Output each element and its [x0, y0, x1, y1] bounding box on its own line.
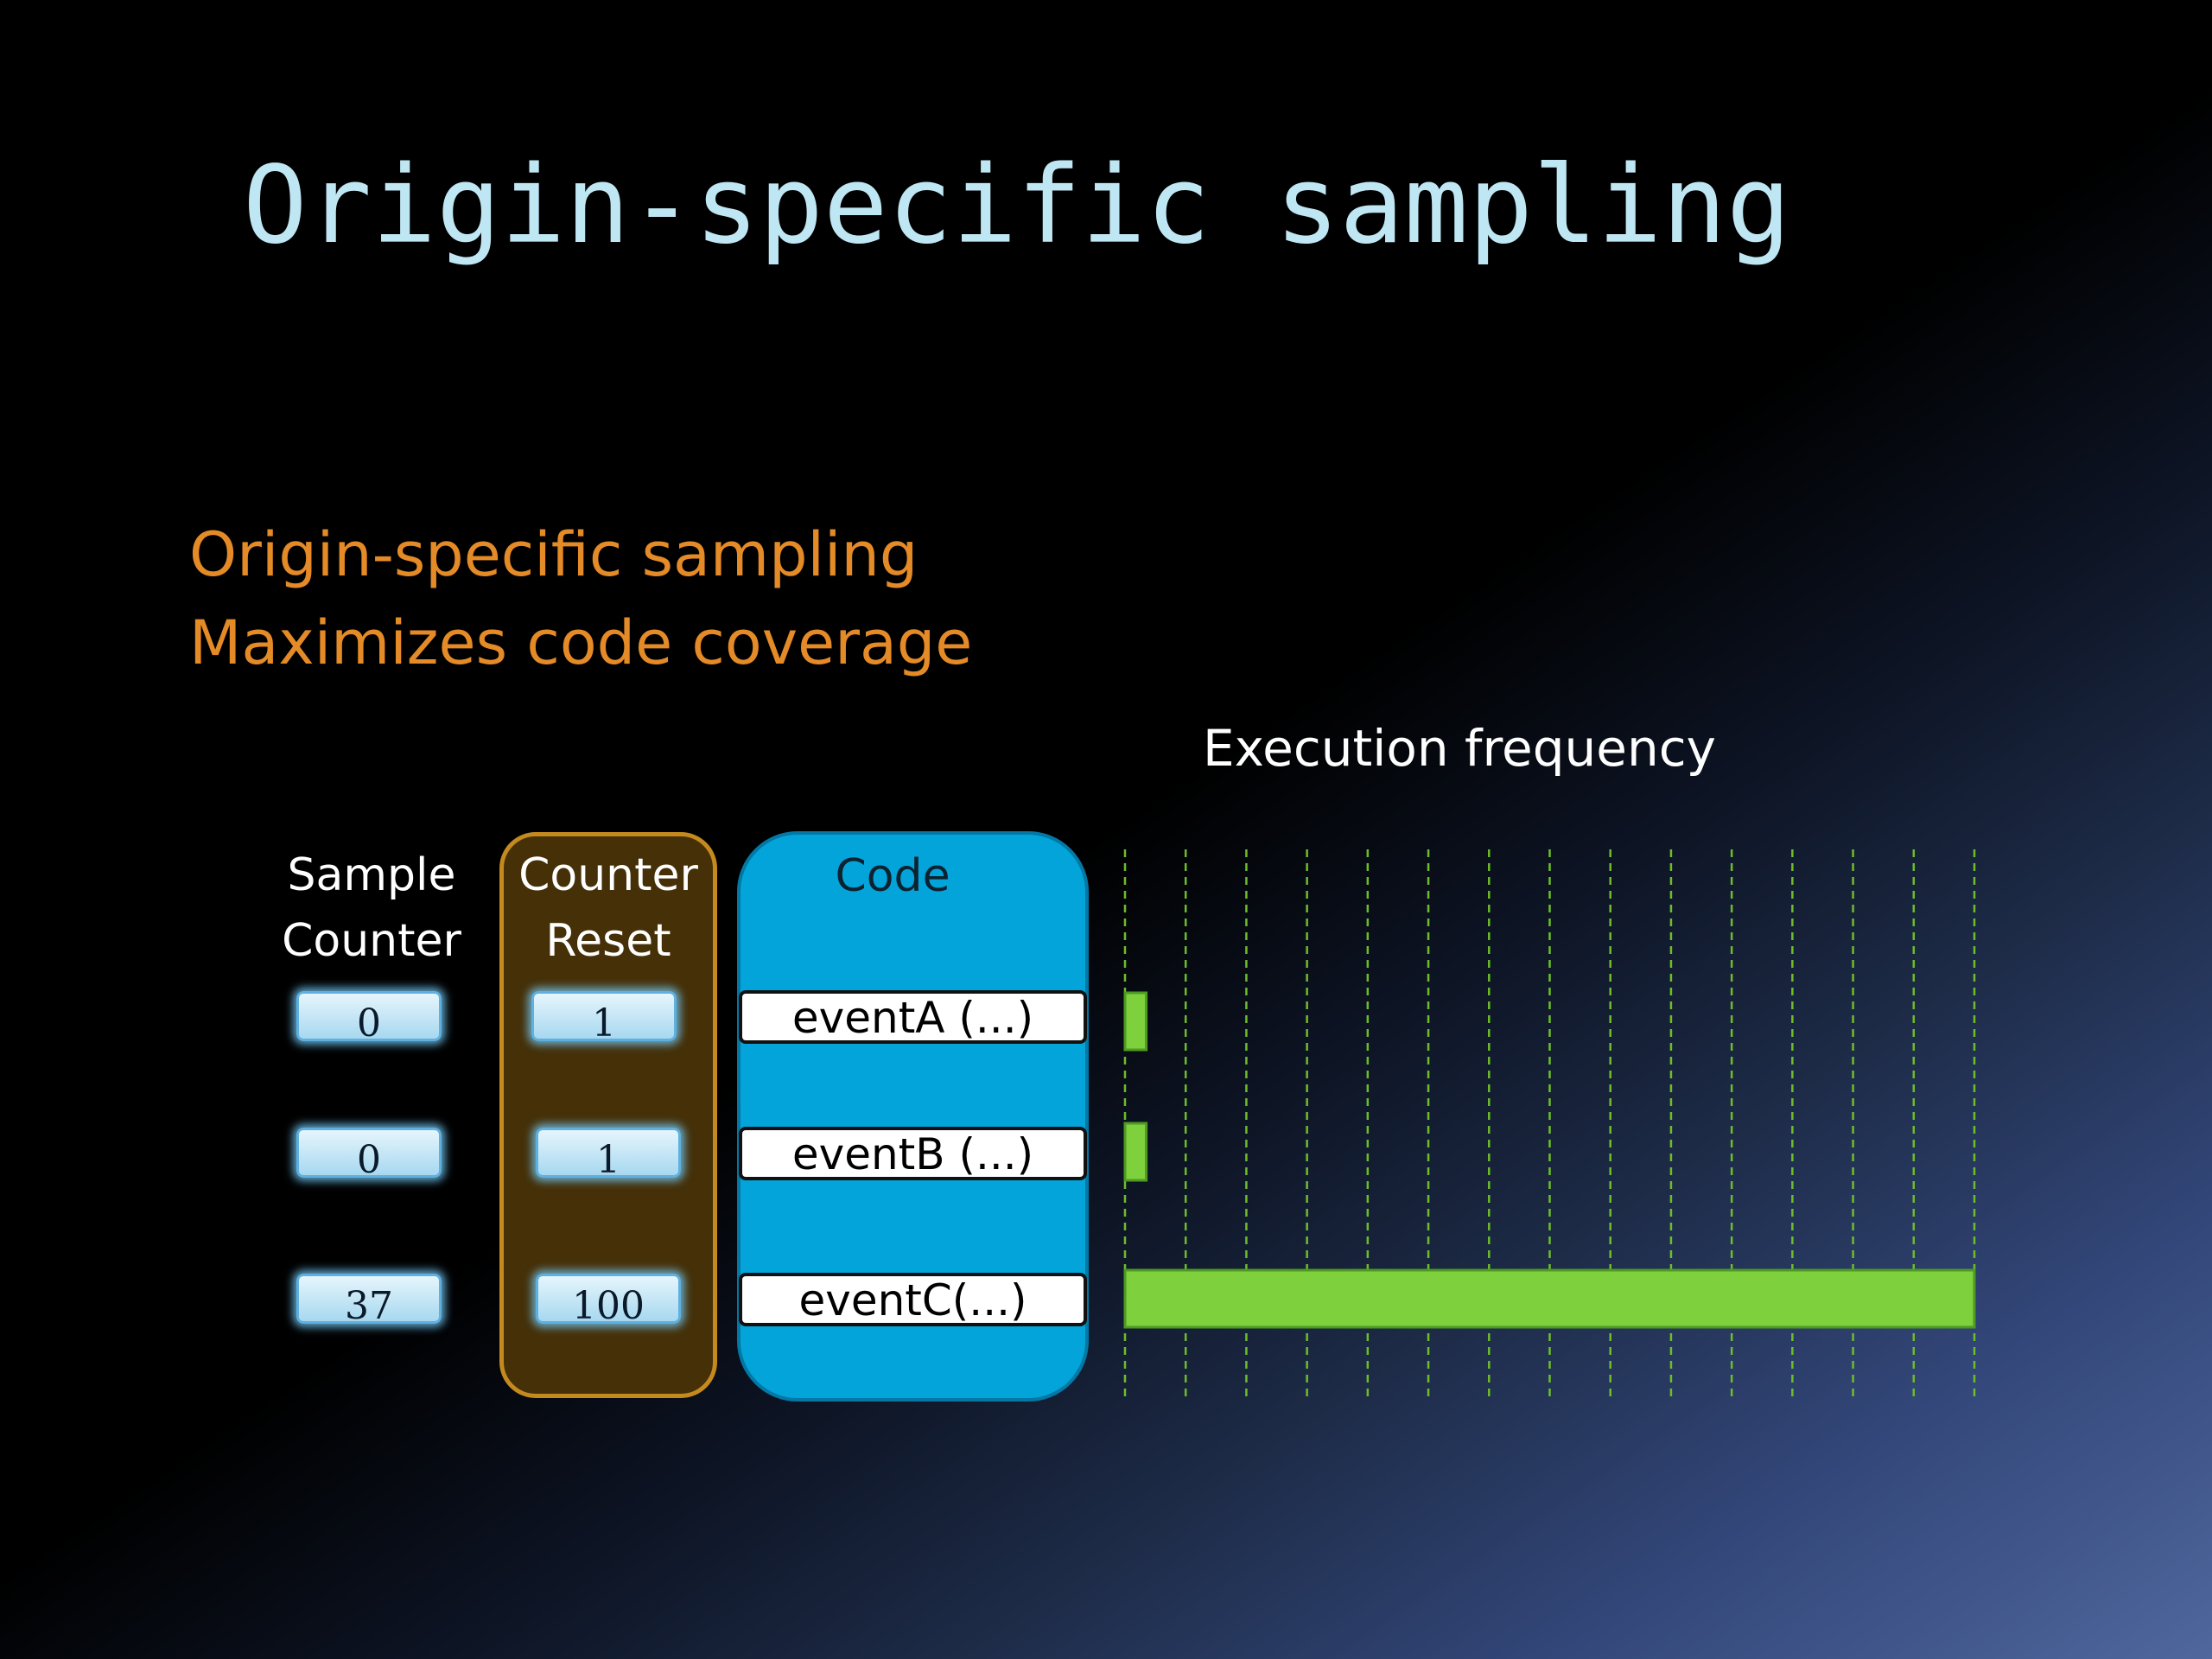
sample-counter-value-text: 37: [345, 1284, 393, 1328]
frequency-bars: [1123, 991, 1976, 1329]
sample-counter-value-text: 0: [357, 1138, 381, 1182]
code-header: Code: [835, 850, 950, 902]
event-c-box: eventC(...): [739, 1273, 1087, 1326]
sample-counter-value-eventA: 0: [296, 991, 442, 1046]
counter-reset-value-text: 1: [596, 1138, 620, 1182]
execution-frequency-label: Execution frequency: [1203, 719, 1716, 778]
execution-frequency-chart: [1123, 849, 1976, 1400]
counter-reset-value-eventA: 1: [531, 991, 677, 1046]
slide-title: Origin-specific sampling: [243, 143, 1791, 268]
counter-reset-value-text: 1: [592, 1001, 616, 1046]
counter-reset-header: Counter Reset: [499, 842, 717, 974]
sample-counter-value-eventB: 0: [296, 1128, 442, 1182]
sample-counter-header: Sample Counter: [259, 842, 484, 974]
frequency-bar-1: [1123, 991, 1148, 1052]
frequency-bar-2: [1123, 1122, 1148, 1182]
sample-counter-header-text: Sample Counter: [282, 849, 461, 967]
event-b-box: eventB (...): [739, 1127, 1087, 1180]
counter-reset-header-text: Counter Reset: [518, 849, 698, 967]
counter-reset-value-eventC: 100: [536, 1274, 681, 1328]
sample-counter-value-text: 0: [357, 1001, 381, 1046]
bullet-code-coverage: Maximizes code coverage: [189, 607, 973, 678]
bullet-origin-sampling: Origin-specific sampling: [189, 519, 918, 590]
event-a-box: eventA (...): [739, 990, 1087, 1044]
frequency-bar-3: [1123, 1268, 1976, 1329]
counter-reset-value-text: 100: [572, 1284, 645, 1328]
counter-reset-value-eventB: 1: [536, 1128, 681, 1182]
sample-counter-value-eventC: 37: [296, 1274, 442, 1328]
